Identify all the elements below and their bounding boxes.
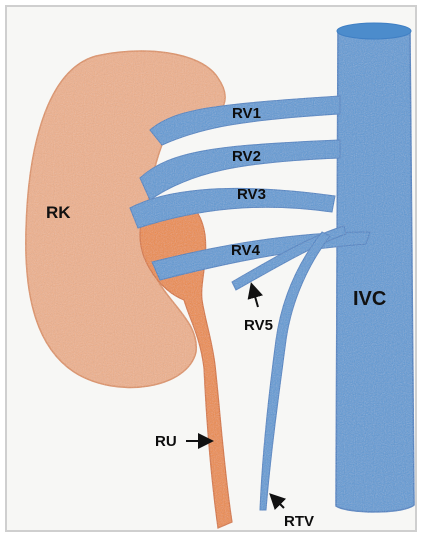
label-rv3: RV3 — [237, 186, 266, 203]
inferior-vena-cava — [336, 26, 414, 512]
ivc-top-opening — [337, 23, 411, 39]
label-rv4: RV4 — [231, 242, 261, 259]
label-rtv: RTV — [284, 513, 314, 530]
label-ivc: IVC — [353, 288, 386, 310]
label-rv1: RV1 — [232, 105, 261, 122]
label-ru: RU — [155, 433, 177, 450]
label-rv5: RV5 — [244, 317, 273, 334]
label-rv2: RV2 — [232, 148, 261, 165]
label-rk: RK — [46, 203, 71, 222]
